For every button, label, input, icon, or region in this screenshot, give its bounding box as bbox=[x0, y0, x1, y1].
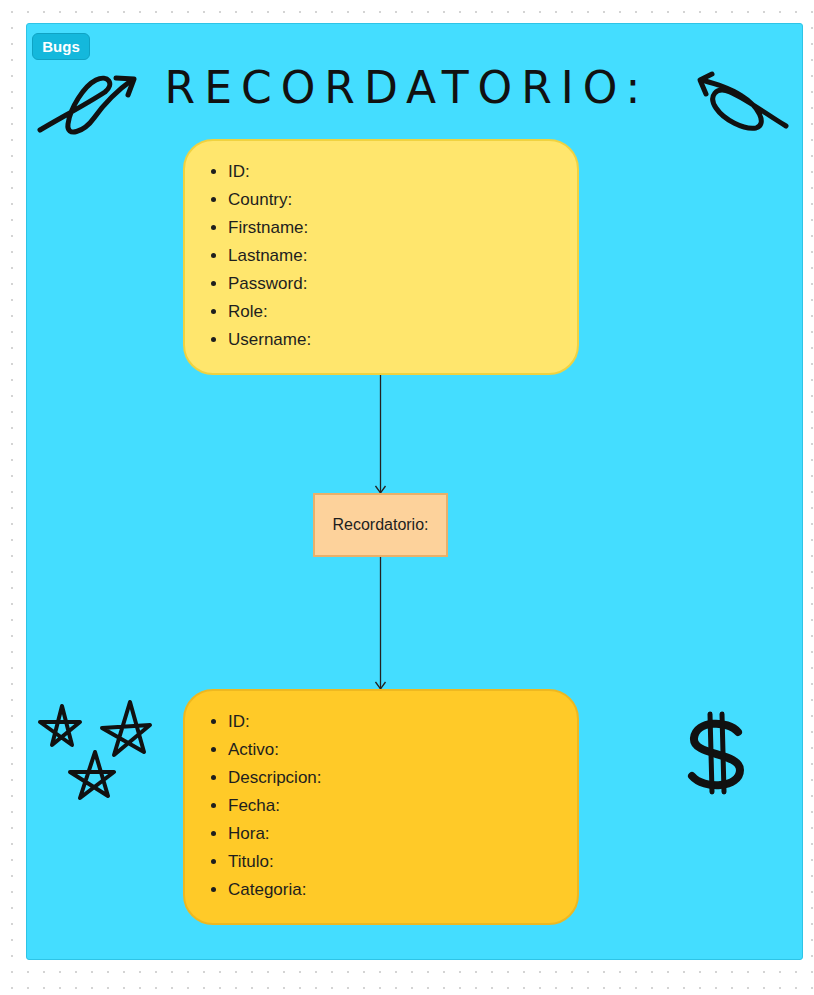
relation-box: Recordatorio: bbox=[313, 493, 448, 557]
swirl-arrow bbox=[40, 78, 132, 132]
field-label: Fecha: bbox=[228, 792, 561, 820]
entity-box: ID:Activo:Descripcion:Fecha:Hora:Titulo:… bbox=[183, 689, 579, 925]
arrow-head bbox=[700, 74, 712, 94]
field-label: Hora: bbox=[228, 820, 561, 848]
field-label: Username: bbox=[228, 326, 561, 354]
field-label: Categoria: bbox=[228, 876, 561, 904]
dollar-bar bbox=[710, 714, 724, 792]
field-label: ID: bbox=[228, 708, 561, 736]
field-label: Titulo: bbox=[228, 848, 561, 876]
connector-arrow bbox=[380, 375, 381, 493]
dollar-sign bbox=[692, 724, 740, 786]
diagram-title: RECORDATORIO: bbox=[0, 62, 814, 113]
field-label: Password: bbox=[228, 270, 561, 298]
star bbox=[102, 702, 150, 755]
star bbox=[70, 752, 114, 798]
node-label: Bugs bbox=[42, 38, 80, 55]
field-label: Descripcion: bbox=[228, 764, 561, 792]
field-list: ID:Activo:Descripcion:Fecha:Hora:Titulo:… bbox=[185, 691, 577, 921]
connector-arrow bbox=[380, 557, 381, 689]
field-list: ID:Country:Firstname:Lastname:Password:R… bbox=[185, 141, 577, 371]
node-label: Recordatorio: bbox=[332, 516, 428, 534]
arrow-head bbox=[116, 78, 134, 95]
swirl-arrow bbox=[702, 80, 786, 128]
field-label: Role: bbox=[228, 298, 561, 326]
star bbox=[40, 706, 80, 745]
field-label: Country: bbox=[228, 186, 561, 214]
field-label: Lastname: bbox=[228, 242, 561, 270]
section-tag: Bugs bbox=[32, 33, 90, 60]
field-label: ID: bbox=[228, 158, 561, 186]
entity-box: ID:Country:Firstname:Lastname:Password:R… bbox=[183, 139, 579, 375]
field-label: Firstname: bbox=[228, 214, 561, 242]
field-label: Activo: bbox=[228, 736, 561, 764]
